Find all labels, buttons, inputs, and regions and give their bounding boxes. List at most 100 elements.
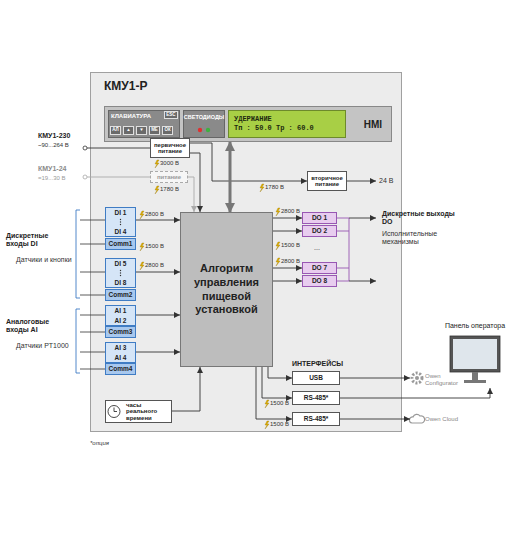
node-text: DI 5	[115, 260, 127, 267]
isolation-bolt	[140, 160, 280, 429]
output-box: DO 8	[302, 275, 337, 287]
key-button: ▼	[136, 126, 147, 135]
annotation-label: КМУ1-24	[38, 165, 66, 173]
node-text: DI 4	[115, 228, 127, 235]
connector-arrow	[340, 419, 410, 420]
clock-box: часы реального времени	[105, 400, 172, 423]
node-text: AI 1	[115, 307, 127, 314]
input-wire	[80, 220, 105, 295]
node-text: DI 1	[115, 209, 127, 216]
led-box: СВЕТОДИОДЫ	[183, 110, 225, 138]
node-text: ▼	[139, 128, 143, 133]
controller-box: Алгоритм управления пищевой установкой	[180, 212, 273, 367]
annotation-label: 2800 В	[145, 211, 164, 218]
monitor-stand	[472, 372, 478, 380]
key-button: ▲	[123, 126, 134, 135]
node-text: КМУ1-Р	[104, 80, 147, 93]
node-text: Тп : 50.0 Тр : 60.0	[234, 124, 314, 133]
key-button: МЕ	[149, 126, 160, 135]
annotation-label: 1500 В	[145, 243, 164, 250]
output-box: DO 2	[302, 225, 337, 237]
power-wire	[87, 177, 150, 178]
connector-arrow	[172, 367, 200, 411]
software-icon: Owen Configurator	[410, 368, 465, 392]
annotation-label: 2800 В	[145, 262, 164, 269]
power-box: первичное питание	[150, 138, 190, 158]
annotation-label: 1780 В	[265, 184, 284, 191]
connector-arrow	[273, 281, 302, 282]
key-button: ОК	[162, 126, 173, 135]
node-text: RS-485*	[304, 415, 329, 422]
output-arrow	[349, 281, 376, 282]
annotation-label: 1500 В	[281, 242, 300, 249]
connector-layer	[136, 142, 490, 419]
annotation-label: Датчики и кнопки	[16, 256, 72, 264]
annotation-label: 3000 В	[160, 160, 179, 167]
clock-icon	[108, 406, 120, 418]
gear-hub	[415, 376, 419, 380]
node-text: ▲	[126, 128, 130, 133]
power-box: вторичное питание	[307, 171, 347, 191]
operator-panel: Панель оператора	[440, 322, 510, 388]
annotation-label: Датчики PT1000	[16, 342, 72, 350]
node-text: Comm2	[109, 291, 133, 298]
device-frame: КМУ1-РHMIКЛАВИАТУРАESCАЛ▲▼МЕОКСВЕТОДИОДЫ…	[90, 72, 402, 432]
annotation-label: *опция	[90, 440, 109, 447]
node-text: Алгоритм управления пищевой установкой	[185, 262, 268, 317]
node-text: DO 7	[312, 264, 327, 271]
common-terminal-box: Comm3	[105, 326, 136, 338]
node-text: Owen Cloud	[425, 416, 458, 423]
node-text: первичное питание	[151, 142, 189, 155]
annotation-label: Дискретные выходы DO	[382, 210, 462, 226]
annotation-label: ~90...264 В	[38, 142, 69, 149]
interface-box: USB	[292, 371, 340, 385]
node-text: Comm4	[109, 365, 133, 372]
node-text: УДЕРЖАНИЕ	[234, 115, 272, 124]
node-text: DO 2	[312, 227, 327, 234]
interface-box: RS-485*	[292, 391, 340, 405]
key-button: АЛ	[110, 126, 121, 135]
connector-arrow	[229, 142, 232, 212]
node-text: RS-485*	[304, 394, 329, 401]
connector-arrow	[273, 268, 302, 269]
annotation-label: Аналоговые входы AI	[6, 318, 68, 334]
output-arrow	[347, 181, 376, 182]
connector-arrow	[136, 352, 180, 353]
led-green	[206, 128, 210, 132]
input-group-box: AI 1AI 2	[105, 305, 136, 326]
node-text: DI 8	[115, 279, 127, 286]
node-text: СВЕТОДИОДЫ	[184, 114, 224, 120]
connector-arrow	[188, 177, 194, 212]
monitor-base	[464, 380, 486, 383]
connector-arrow	[136, 220, 180, 221]
monitor-frame	[450, 336, 500, 372]
connector-arrow	[273, 231, 302, 232]
key-button: ESC	[164, 111, 178, 119]
node-text: МЕ	[151, 128, 158, 133]
connector-arrow	[273, 218, 302, 219]
input-group-box: DI 5 DI 8	[105, 258, 136, 288]
group-bracket	[76, 210, 80, 298]
annotation-label: КМУ1-230	[38, 132, 70, 140]
node-text: АЛ	[112, 128, 118, 133]
node-text: DO 8	[312, 277, 327, 284]
connector-arrow	[190, 143, 307, 181]
node-text: AI 3	[115, 344, 127, 351]
node-text: Owen Configurator	[425, 373, 465, 386]
terminal-symbol	[83, 175, 87, 179]
annotation-label: ...	[314, 244, 320, 252]
annotation-label: 1500 В	[270, 421, 289, 428]
node-text: AI 4	[115, 354, 127, 361]
power-box-optional: питание	[150, 171, 188, 183]
output-arrow	[349, 218, 376, 219]
input-group-box: AI 3 AI 4	[105, 342, 136, 363]
annotation-label: 2800 В	[281, 258, 300, 265]
led-red	[198, 128, 202, 132]
monitor-screen	[453, 339, 497, 369]
node-text: ESC	[166, 113, 175, 118]
hmi-panel: HMIКЛАВИАТУРАESCАЛ▲▼МЕОКСВЕТОДИОДЫУДЕРЖА…	[104, 106, 392, 142]
node-text: Comm3	[109, 328, 133, 335]
annotation-label: ИНТЕРФЕЙСЫ	[292, 360, 343, 368]
